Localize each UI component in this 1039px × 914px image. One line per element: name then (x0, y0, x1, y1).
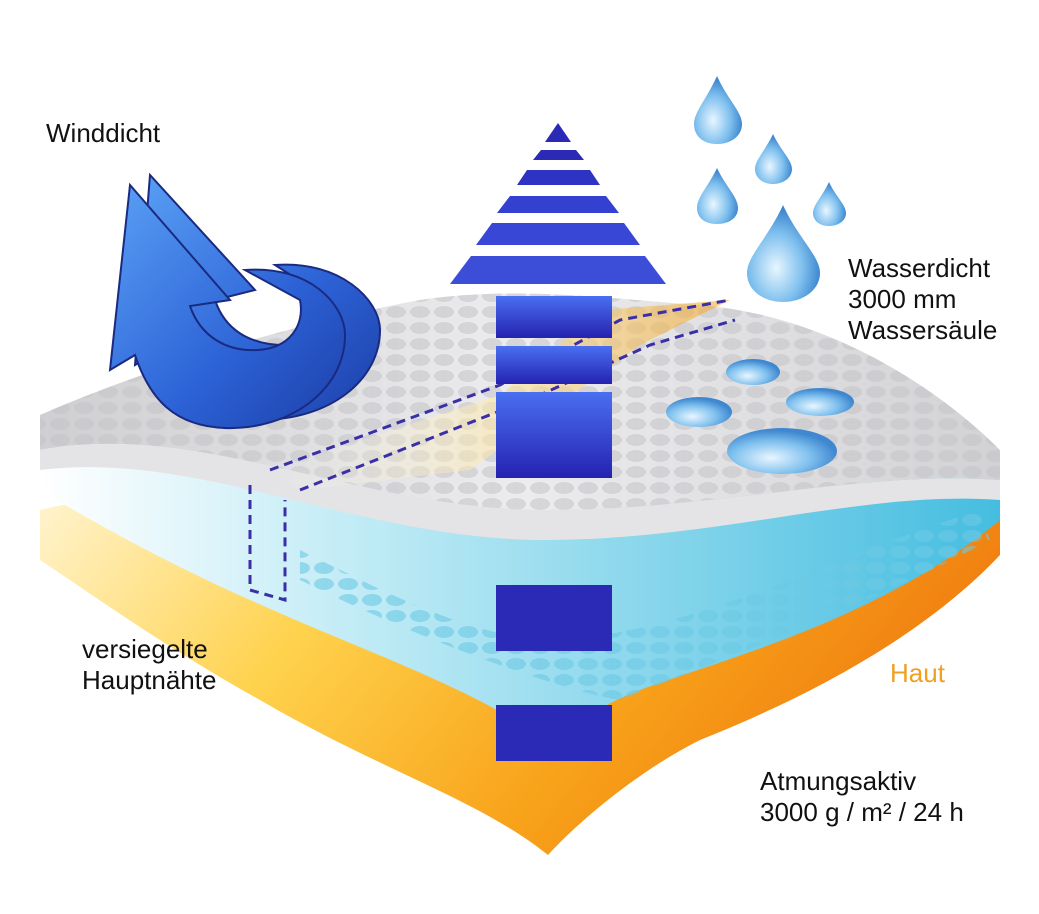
seam-line-vertical (248, 485, 287, 602)
wind-arrows (108, 172, 382, 430)
column-block-3 (496, 392, 612, 478)
arrowhead-stripe-3 (517, 170, 600, 185)
drop-1 (694, 76, 742, 144)
column-block-lower-1 (496, 585, 612, 651)
rain-drops (694, 76, 846, 302)
beaded-droplets (666, 359, 854, 474)
arrowhead-stripe-1 (545, 123, 571, 142)
windproof-text: Winddicht (46, 118, 161, 148)
column-block-1 (496, 296, 612, 338)
waterproof-text-2: 3000 mm (848, 284, 957, 314)
bead-3 (786, 388, 854, 416)
windproof-label: Winddicht (46, 118, 160, 149)
arrowhead-stripe-2 (533, 150, 584, 160)
seams-text-1: versiegelte (82, 634, 208, 664)
waterproof-text-1: Wasserdicht (848, 253, 991, 283)
column-block-2 (496, 346, 612, 384)
bead-4 (727, 428, 837, 474)
column-block-lower-2 (496, 705, 612, 761)
arrowhead-stripe-6 (450, 256, 666, 284)
seams-text-2: Hauptnähte (82, 665, 217, 695)
drop-4 (813, 182, 846, 226)
waterproof-text-3: Wassersäule (848, 315, 998, 345)
fabric-edge (40, 443, 1000, 540)
skin-text: Haut (890, 658, 945, 688)
waterproof-label: Wasserdicht 3000 mm Wassersäule (848, 253, 997, 346)
bead-2 (666, 397, 732, 427)
sealed-seams-label: versiegelte Hauptnähte (82, 634, 216, 696)
breathable-text-2: 3000 g / m² / 24 h (760, 797, 964, 827)
bead-1 (726, 359, 780, 385)
drop-5 (747, 205, 820, 302)
wind-arrow-front (108, 182, 347, 430)
seam-line-top (269, 298, 731, 472)
breathable-text-1: Atmungsaktiv (760, 766, 917, 796)
breathable-label: Atmungsaktiv 3000 g / m² / 24 h (760, 766, 964, 828)
drop-3 (697, 168, 738, 224)
membrane-texture (300, 510, 990, 700)
drop-2 (755, 134, 792, 184)
arrowhead-stripe-4 (497, 196, 619, 213)
arrowhead-stripe-5 (476, 223, 640, 245)
breathability-column (450, 123, 666, 761)
skin-label: Haut (890, 658, 945, 689)
